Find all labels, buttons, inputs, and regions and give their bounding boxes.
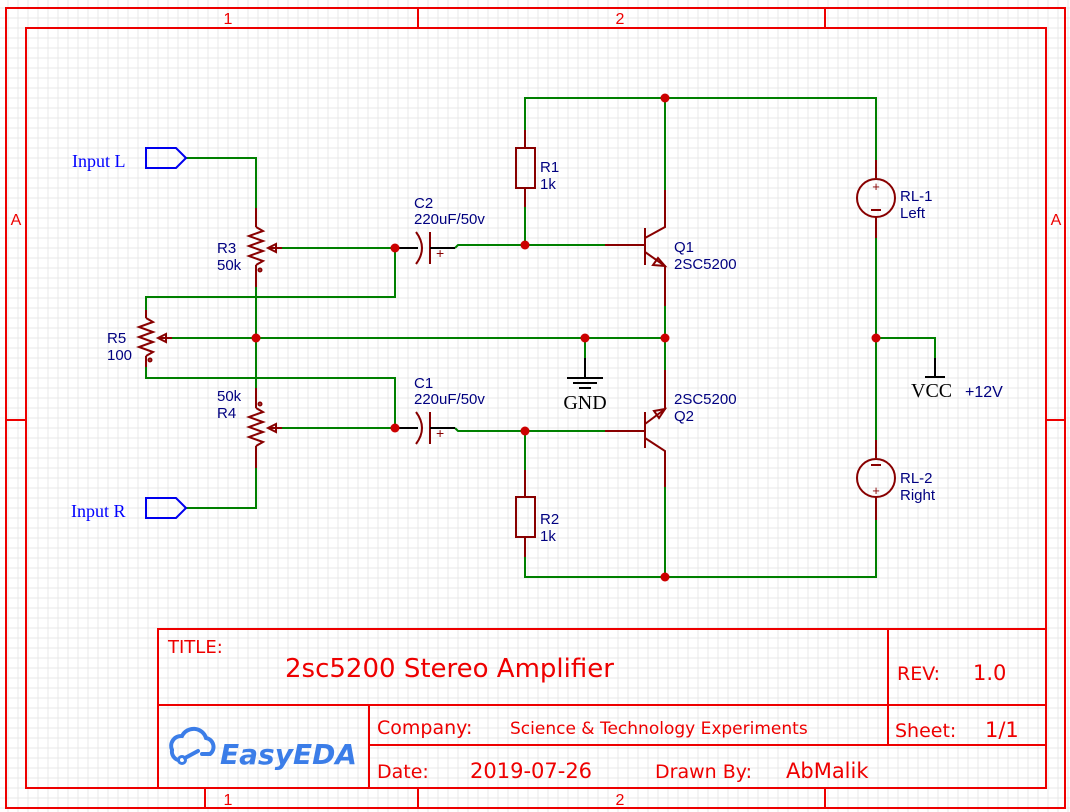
junction-dot [871, 333, 881, 343]
c1-value: 220uF/50v [414, 391, 485, 408]
r3-ref: R3 [217, 240, 236, 257]
net-port-input-left[interactable]: Input L [72, 147, 188, 171]
c2-ref: C2 [414, 195, 433, 212]
wire[interactable] [454, 244, 605, 249]
wire[interactable] [454, 427, 605, 432]
vcc-symbol[interactable]: VCC +12V [911, 358, 1003, 402]
sheet-label: Sheet: [895, 720, 956, 742]
junction-dot [660, 333, 670, 343]
wire[interactable] [186, 468, 257, 509]
plus-sign: + [436, 425, 444, 441]
rl2-value: Right [900, 487, 936, 504]
q1-value: 2SC5200 [674, 256, 737, 273]
r4-value: 50k [217, 388, 242, 405]
transistor-q2[interactable]: 2SC5200 Q2 [605, 370, 737, 487]
drawn-by-label: Drawn By: [655, 761, 752, 783]
wire[interactable] [524, 97, 877, 160]
r5-value: 100 [107, 347, 132, 364]
capacitor-c1[interactable]: + C1 220uF/50v [395, 375, 485, 445]
zone-label-col2-bottom: 2 [616, 792, 625, 809]
gnd-label: GND [563, 392, 606, 414]
net-label-input-right: Input R [71, 501, 126, 521]
junction-dot [520, 240, 530, 250]
rl1-value: Left [900, 205, 926, 222]
company-label: Company: [377, 717, 472, 739]
wire[interactable] [876, 337, 936, 358]
rl2-ref: RL-2 [900, 470, 933, 487]
r4-ref: R4 [217, 405, 236, 422]
outer-frame [5, 7, 1066, 809]
resistor-r1[interactable]: R1 1k [515, 130, 559, 207]
wire[interactable] [145, 367, 396, 428]
r1-ref: R1 [540, 159, 559, 176]
wire[interactable] [186, 157, 257, 208]
rev-label: REV: [897, 663, 940, 685]
rl1-ref: RL-1 [900, 188, 933, 205]
zone-label-rowA-left: A [11, 212, 22, 229]
sheet-value: 1/1 [985, 718, 1019, 742]
r3-value: 50k [217, 257, 242, 274]
transistor-q1[interactable]: Q1 2SC5200 [605, 190, 737, 306]
cloud-icon [169, 726, 216, 765]
potentiometer-r3[interactable]: R3 50k [217, 208, 282, 287]
zone-label-col2-top: 2 [616, 11, 625, 28]
q2-value: 2SC5200 [674, 391, 737, 408]
potentiometer-r5[interactable]: R5 100 [107, 310, 172, 367]
date-label: Date: [377, 761, 429, 783]
net-port-input-right[interactable]: Input R [71, 497, 188, 521]
svg-text:+: + [872, 483, 880, 498]
date-value: 2019-07-26 [470, 759, 592, 783]
junction-dot [390, 243, 400, 253]
title-label: TITLE: [167, 637, 223, 658]
vcc-label: VCC [911, 380, 952, 402]
drawn-by-value: AbMalik [786, 759, 869, 783]
r1-value: 1k [540, 176, 556, 193]
junction-dot [660, 93, 670, 103]
resistor-r2[interactable]: R2 1k [515, 470, 559, 557]
plus-sign: + [436, 245, 444, 261]
wire[interactable] [524, 520, 877, 578]
zone-label-col1-top: 1 [224, 11, 233, 28]
junctions [251, 93, 881, 582]
zone-label-col1-bottom: 1 [224, 792, 233, 809]
speaker-rl2[interactable]: + RL-2 Right [856, 440, 936, 520]
vcc-value: +12V [965, 384, 1003, 401]
company-value: Science & Technology Experiments [510, 719, 808, 739]
r2-value: 1k [540, 528, 556, 545]
junction-dot [580, 333, 590, 343]
c2-value: 220uF/50v [414, 211, 485, 228]
q2-ref: Q2 [674, 408, 694, 425]
net-label-input-left: Input L [72, 151, 126, 171]
junction-dot [390, 423, 400, 433]
junction-dot [251, 333, 261, 343]
junction-dot [660, 572, 670, 582]
r2-ref: R2 [540, 511, 559, 528]
ground-symbol[interactable]: GND [563, 358, 607, 414]
r5-ref: R5 [107, 330, 126, 347]
potentiometer-r4[interactable]: 50k R4 [217, 388, 282, 468]
title-text: 2sc5200 Stereo Amplifier [285, 654, 614, 684]
svg-text:+: + [872, 179, 880, 194]
c1-ref: C1 [414, 375, 433, 392]
speaker-rl1[interactable]: + RL-1 Left [856, 160, 933, 238]
rev-value: 1.0 [973, 661, 1006, 685]
capacitor-c2[interactable]: + C2 220uF/50v [395, 195, 485, 265]
q1-ref: Q1 [674, 239, 694, 256]
zone-label-rowA-right: A [1051, 212, 1062, 229]
logo-text: EasyEDA [220, 738, 357, 771]
easyeda-logo: EasyEDA [169, 726, 357, 771]
title-block: TITLE: 2sc5200 Stereo Amplifier REV: 1.0… [157, 628, 1047, 789]
junction-dot [520, 426, 530, 436]
wire[interactable] [145, 248, 396, 310]
